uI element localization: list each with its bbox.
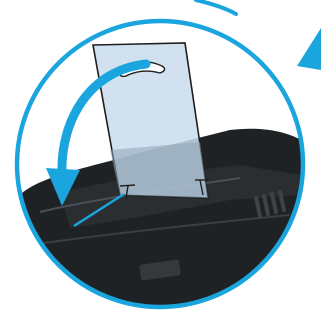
previous-step-arc (196, 0, 236, 14)
cover-shadow (110, 142, 208, 198)
direction-arrow-icon (297, 28, 321, 70)
